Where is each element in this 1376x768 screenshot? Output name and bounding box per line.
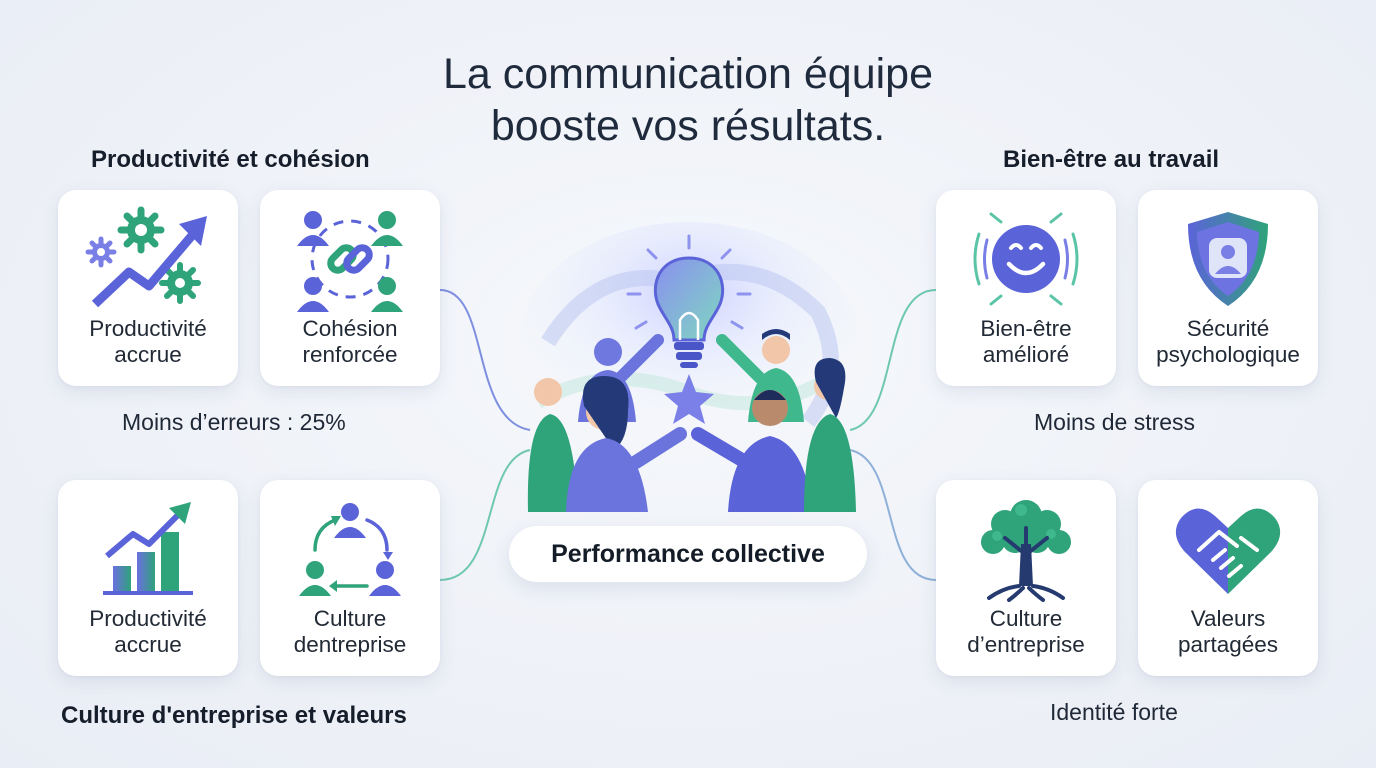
card-label: Culture d’entreprise <box>967 606 1085 657</box>
card-label: Productivité accrue <box>89 606 207 657</box>
shield-user-icon <box>1163 204 1293 314</box>
bar-chart-growth-icon <box>83 494 213 604</box>
card-label: Culture dentreprise <box>293 606 407 657</box>
title-line-2: booste vos résultats. <box>490 102 886 150</box>
card-culture-dentreprise-2[interactable]: Culture d’entreprise <box>936 480 1116 676</box>
tree-icon <box>961 494 1091 604</box>
card-securite-psychologique[interactable]: Sécurité psychologique <box>1138 190 1318 386</box>
section-productivite-cohesion: Productivité et cohésion <box>91 146 370 173</box>
caption-moins-stress: Moins de stress <box>1034 409 1196 435</box>
heart-handshake-icon <box>1163 494 1293 604</box>
connector-bottom-right <box>849 449 937 581</box>
card-label: Sécurité psychologique <box>1156 316 1300 367</box>
page-title: La communication équipe booste vos résul… <box>288 48 1088 152</box>
card-label: Cohésion renforcée <box>302 316 398 367</box>
card-label: Bien-être amélioré <box>980 316 1072 367</box>
people-cycle-icon <box>285 494 415 604</box>
team-link-icon <box>285 204 415 314</box>
performance-collective-label: Performance collective <box>509 526 867 582</box>
caption-identite-forte: Identité forte <box>1050 699 1178 725</box>
connector-bottom-left <box>439 449 531 581</box>
card-culture-dentreprise[interactable]: Culture dentreprise <box>260 480 440 676</box>
card-productivite-accrue-2[interactable]: Productivité accrue <box>58 480 238 676</box>
card-label: Valeurs partagées <box>1177 606 1279 657</box>
card-productivite-accrue[interactable]: Productivité accrue <box>58 190 238 386</box>
caption-moins-erreurs: Moins d’erreurs : 25% <box>122 409 346 435</box>
section-culture-valeurs: Culture d'entreprise et valeurs <box>61 702 407 729</box>
card-cohesion-renforcee[interactable]: Cohésion renforcée <box>260 190 440 386</box>
card-valeurs-partagees[interactable]: Valeurs partagées <box>1138 480 1318 676</box>
connector-top-left <box>439 289 531 431</box>
gears-growth-arrow-icon <box>83 204 213 314</box>
section-bien-etre: Bien-être au travail <box>1003 146 1220 173</box>
title-line-1: La communication équipe <box>442 50 934 98</box>
card-bien-etre-ameliore[interactable]: Bien-être amélioré <box>936 190 1116 386</box>
smiley-face-icon <box>961 204 1091 314</box>
connector-top-right <box>849 289 937 431</box>
card-label: Productivité accrue <box>89 316 207 367</box>
team-lightbulb-illustration-icon <box>508 222 870 512</box>
